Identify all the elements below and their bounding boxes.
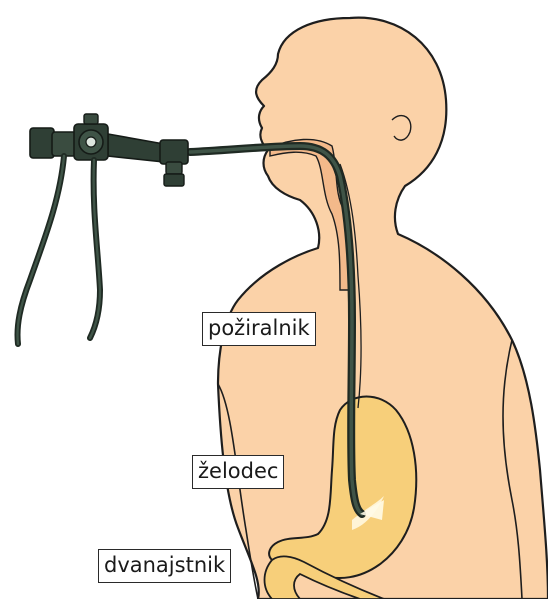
endoscope-knob-top (84, 114, 98, 124)
endoscope-valve-cap (164, 174, 184, 186)
label-stomach: želodec (192, 455, 284, 489)
label-duodenum: dvanajstnik (98, 549, 231, 583)
endoscope-knob-center (86, 137, 96, 147)
endoscope-valve (166, 162, 182, 174)
endoscope-collar (160, 140, 188, 164)
endoscope-eyepiece-body (52, 132, 76, 156)
endoscope-handle (108, 134, 164, 162)
endoscope-eyepiece (30, 128, 54, 158)
label-esophagus: požiralnik (202, 312, 316, 346)
